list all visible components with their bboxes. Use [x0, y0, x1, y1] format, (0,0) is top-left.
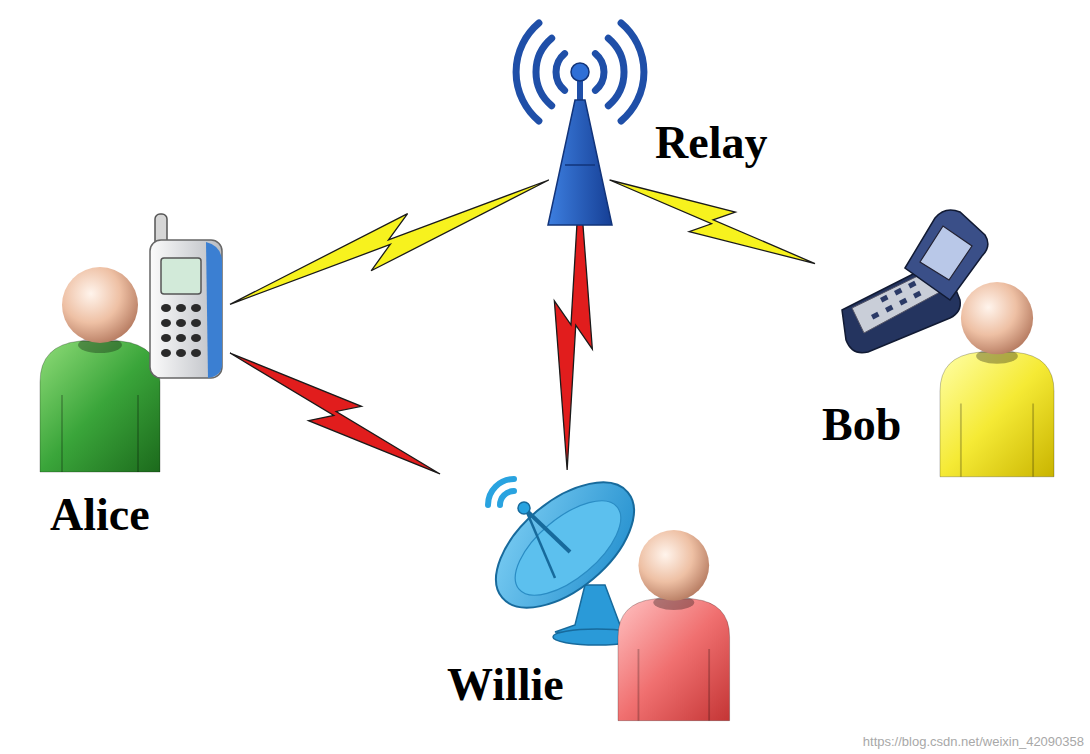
node-label: Alice — [50, 490, 150, 541]
bob-node: Bob — [815, 210, 1065, 495]
alice-figure — [40, 214, 222, 472]
lightning-link — [230, 180, 549, 304]
relay-node: Relay — [540, 50, 800, 180]
relay-tower — [516, 23, 644, 225]
node-label: Relay — [655, 118, 767, 169]
lightning-link — [230, 353, 440, 474]
node-label: Bob — [822, 400, 901, 451]
willie-node: Willie — [440, 470, 750, 720]
lightning-link — [610, 180, 815, 264]
node-label: Willie — [447, 660, 564, 711]
alice-node: Alice — [30, 210, 230, 555]
watermark: https://blog.csdn.net/weixin_42090358 — [863, 734, 1084, 749]
